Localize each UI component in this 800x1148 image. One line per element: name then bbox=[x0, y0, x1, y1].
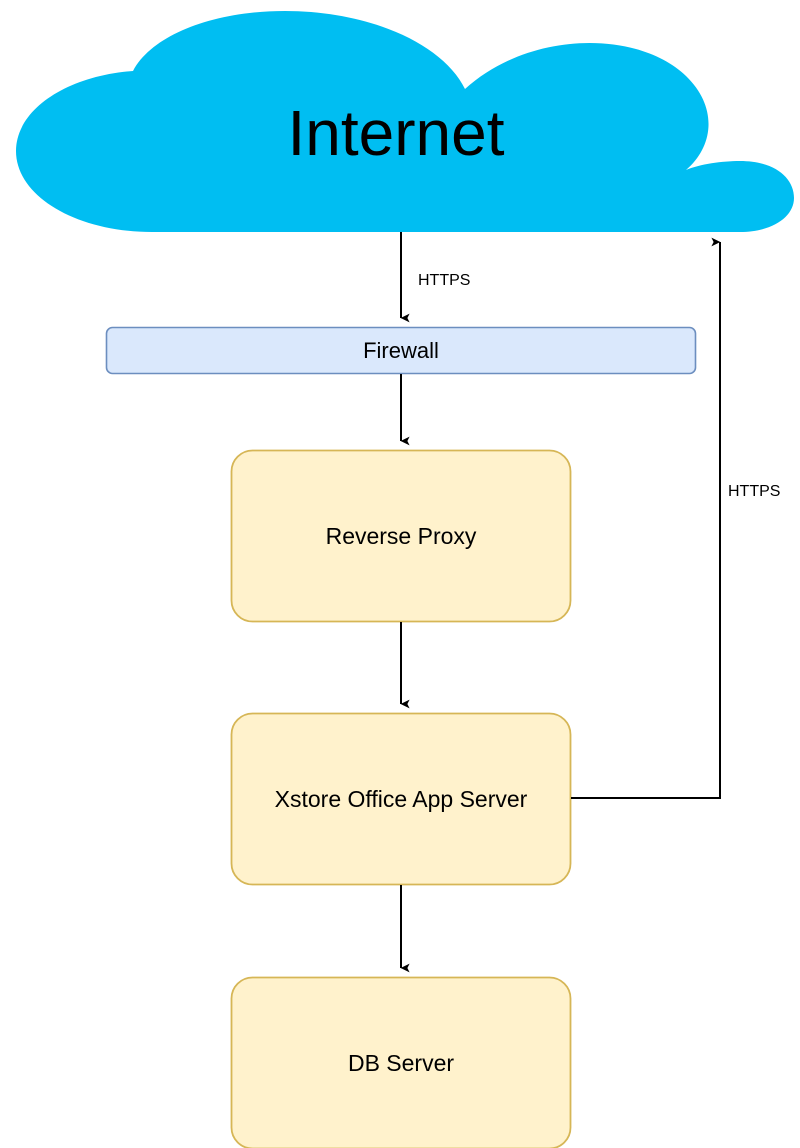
node-firewall-box[interactable] bbox=[105, 326, 697, 375]
firewall-rect bbox=[105, 326, 697, 375]
edge-label-https-outbound: HTTPS bbox=[728, 483, 781, 500]
node-reverse-proxy-box[interactable] bbox=[230, 449, 572, 623]
reverse-proxy-rect bbox=[230, 449, 572, 623]
edge-label-https-inbound: HTTPS bbox=[418, 272, 471, 289]
node-app-server-box[interactable] bbox=[230, 712, 572, 886]
db-server-rect bbox=[230, 976, 572, 1148]
node-db-server-box[interactable] bbox=[230, 976, 572, 1148]
cloud-shape bbox=[16, 11, 794, 232]
node-internet-cloud[interactable] bbox=[16, 11, 794, 232]
app-server-rect bbox=[230, 712, 572, 886]
edge-app-server-to-internet[interactable] bbox=[571, 237, 721, 799]
